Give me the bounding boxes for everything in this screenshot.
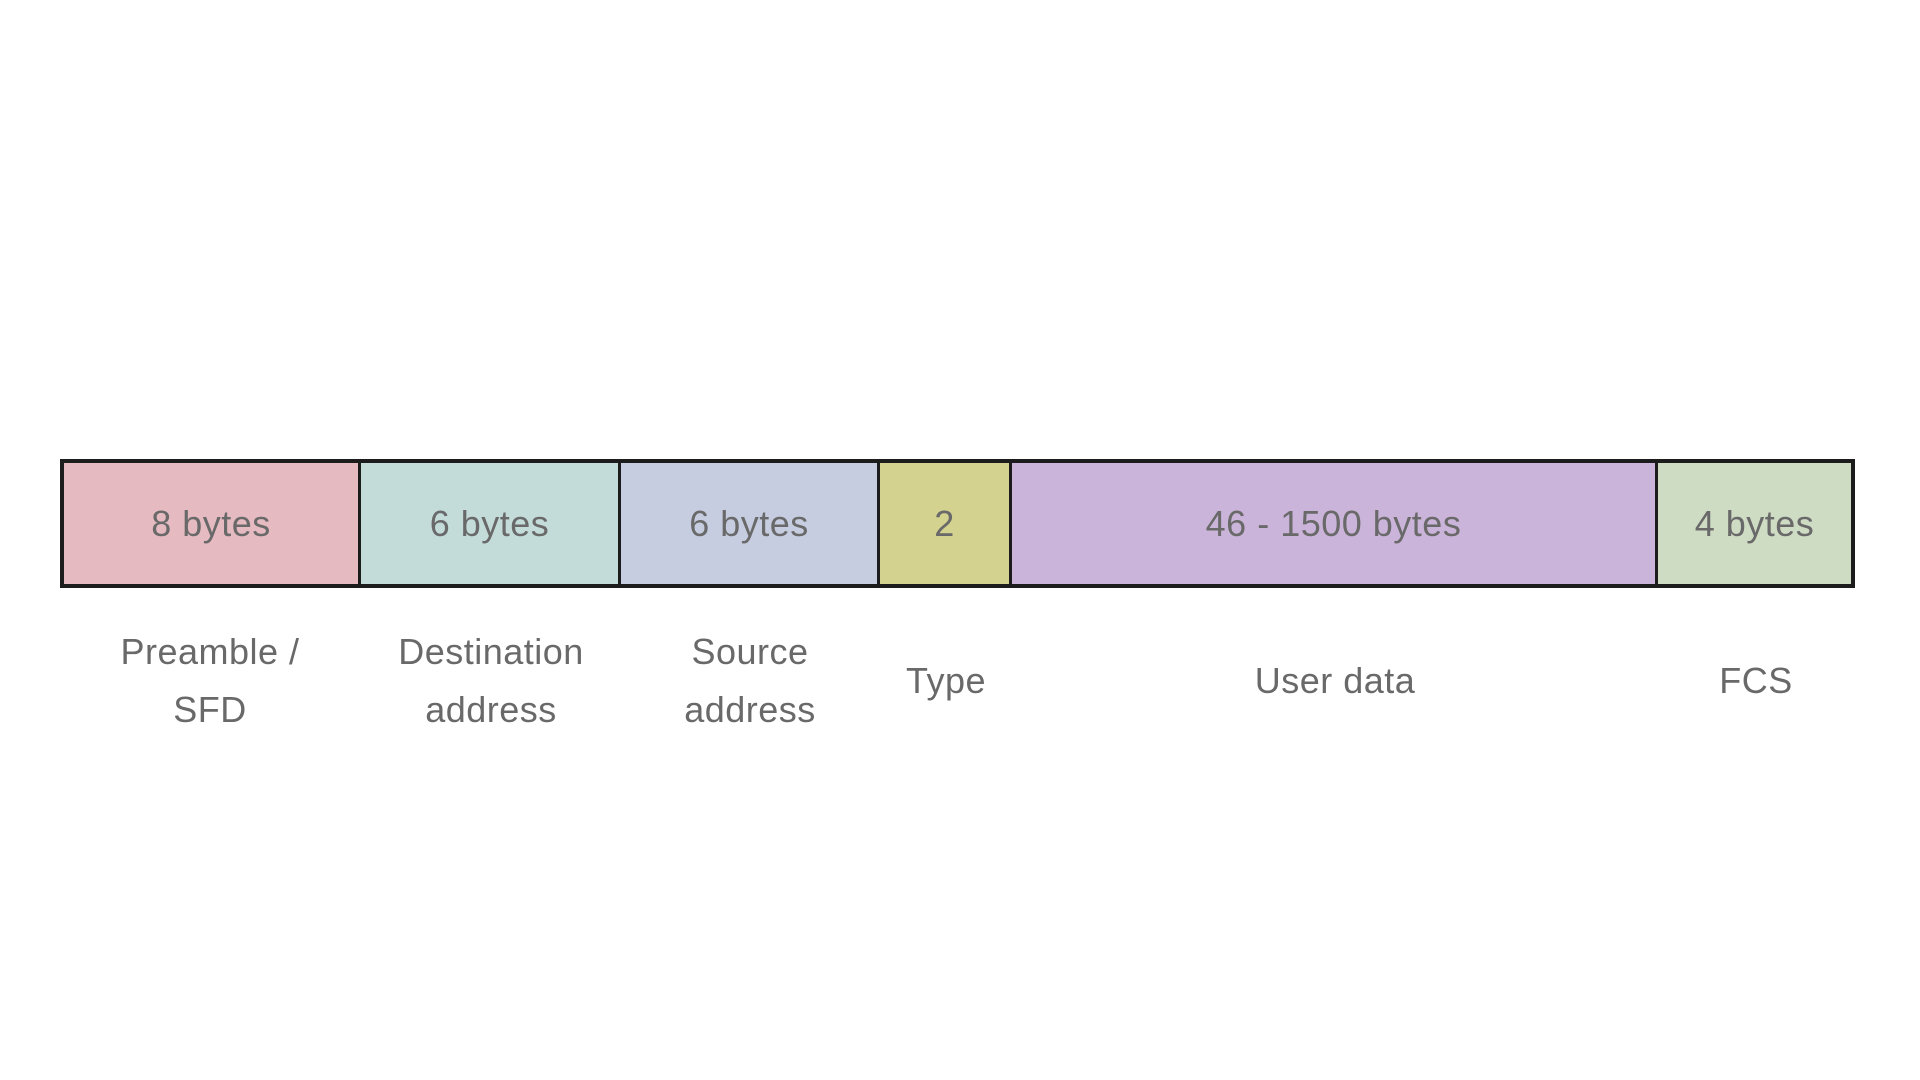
- field-box-source-address: 6 bytes: [621, 463, 880, 584]
- field-size-label: 6 bytes: [689, 502, 809, 544]
- field-name-fcs: FCS: [1719, 660, 1793, 701]
- field-size-label: 2: [934, 502, 955, 544]
- field-size-label: 6 bytes: [429, 502, 550, 544]
- field-name-source-address: Source address: [684, 631, 816, 730]
- field-box-user-data: 46 - 1500 bytes: [1012, 463, 1658, 584]
- field-name-destination-address: Destination address: [398, 631, 584, 730]
- field-name-user-data: User data: [1254, 660, 1416, 701]
- field-name-preamble-sfd: Preamble / SFD: [120, 631, 300, 730]
- field-box-fcs: 4 bytes: [1658, 463, 1851, 584]
- field-box-destination-address: 6 bytes: [361, 463, 621, 584]
- field-size-label: 46 - 1500 bytes: [1205, 502, 1462, 544]
- field-size-label: 4 bytes: [1694, 502, 1815, 544]
- field-size-label: 8 bytes: [151, 502, 271, 544]
- frame-boxes-row: 8 bytes 6 bytes 6 bytes 2 46 - 1500 byte…: [60, 459, 1855, 588]
- field-name-type: Type: [905, 660, 987, 701]
- field-box-preamble-sfd: 8 bytes: [64, 463, 361, 584]
- field-box-type: 2: [880, 463, 1012, 584]
